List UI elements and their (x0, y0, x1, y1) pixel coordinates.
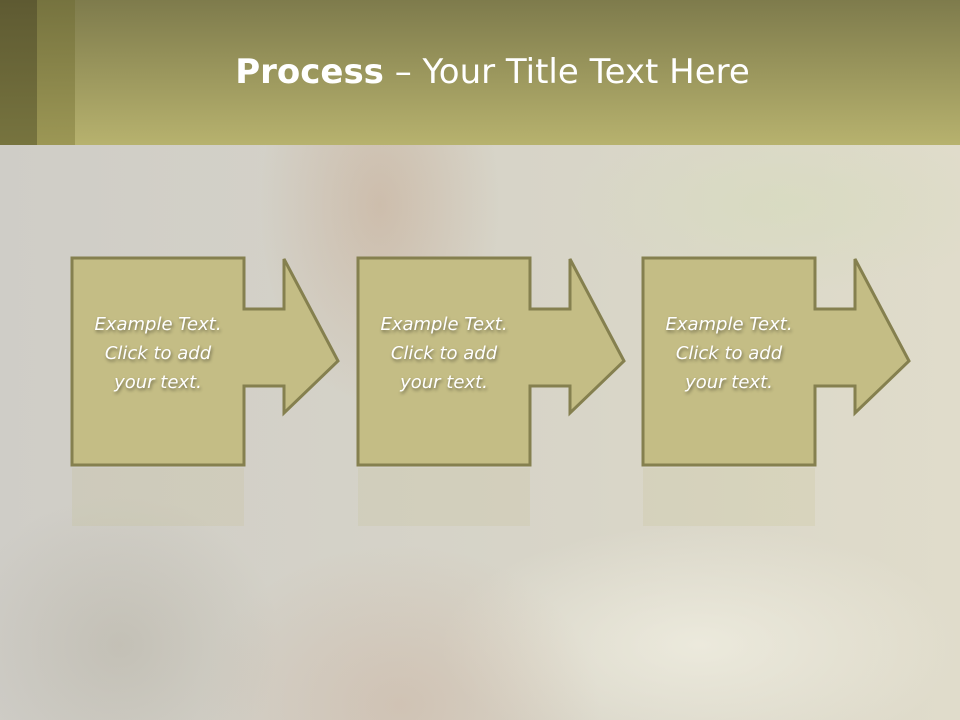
step-text-line: Example Text. (94, 314, 222, 335)
step-text-line: your text. (114, 372, 202, 393)
title-rest: – Your Title Text Here (383, 52, 750, 92)
step-arrow-shape (70, 256, 340, 526)
process-step-2[interactable]: Example Text. Click to add your text. (356, 256, 626, 526)
step-arrow-shape (356, 256, 626, 526)
step-text-line: Click to add (104, 343, 212, 364)
slide-title[interactable]: Process – Your Title Text Here (0, 52, 960, 92)
decorative-band (0, 0, 37, 145)
step-text-line: your text. (400, 372, 488, 393)
step-text[interactable]: Example Text. Click to add your text. (72, 310, 244, 397)
step-text-line: Example Text. (665, 314, 793, 335)
step-text[interactable]: Example Text. Click to add your text. (358, 310, 530, 397)
decorative-band (37, 0, 75, 145)
title-bar: Process – Your Title Text Here (0, 0, 960, 145)
process-step-1[interactable]: Example Text. Click to add your text. (70, 256, 340, 526)
step-text-line: your text. (685, 372, 773, 393)
step-text-line: Click to add (390, 343, 498, 364)
step-text[interactable]: Example Text. Click to add your text. (643, 310, 815, 397)
process-step-3[interactable]: Example Text. Click to add your text. (641, 256, 911, 526)
step-text-line: Example Text. (380, 314, 508, 335)
step-text-line: Click to add (675, 343, 783, 364)
step-arrow-shape (641, 256, 911, 526)
title-bold: Process (235, 52, 384, 92)
